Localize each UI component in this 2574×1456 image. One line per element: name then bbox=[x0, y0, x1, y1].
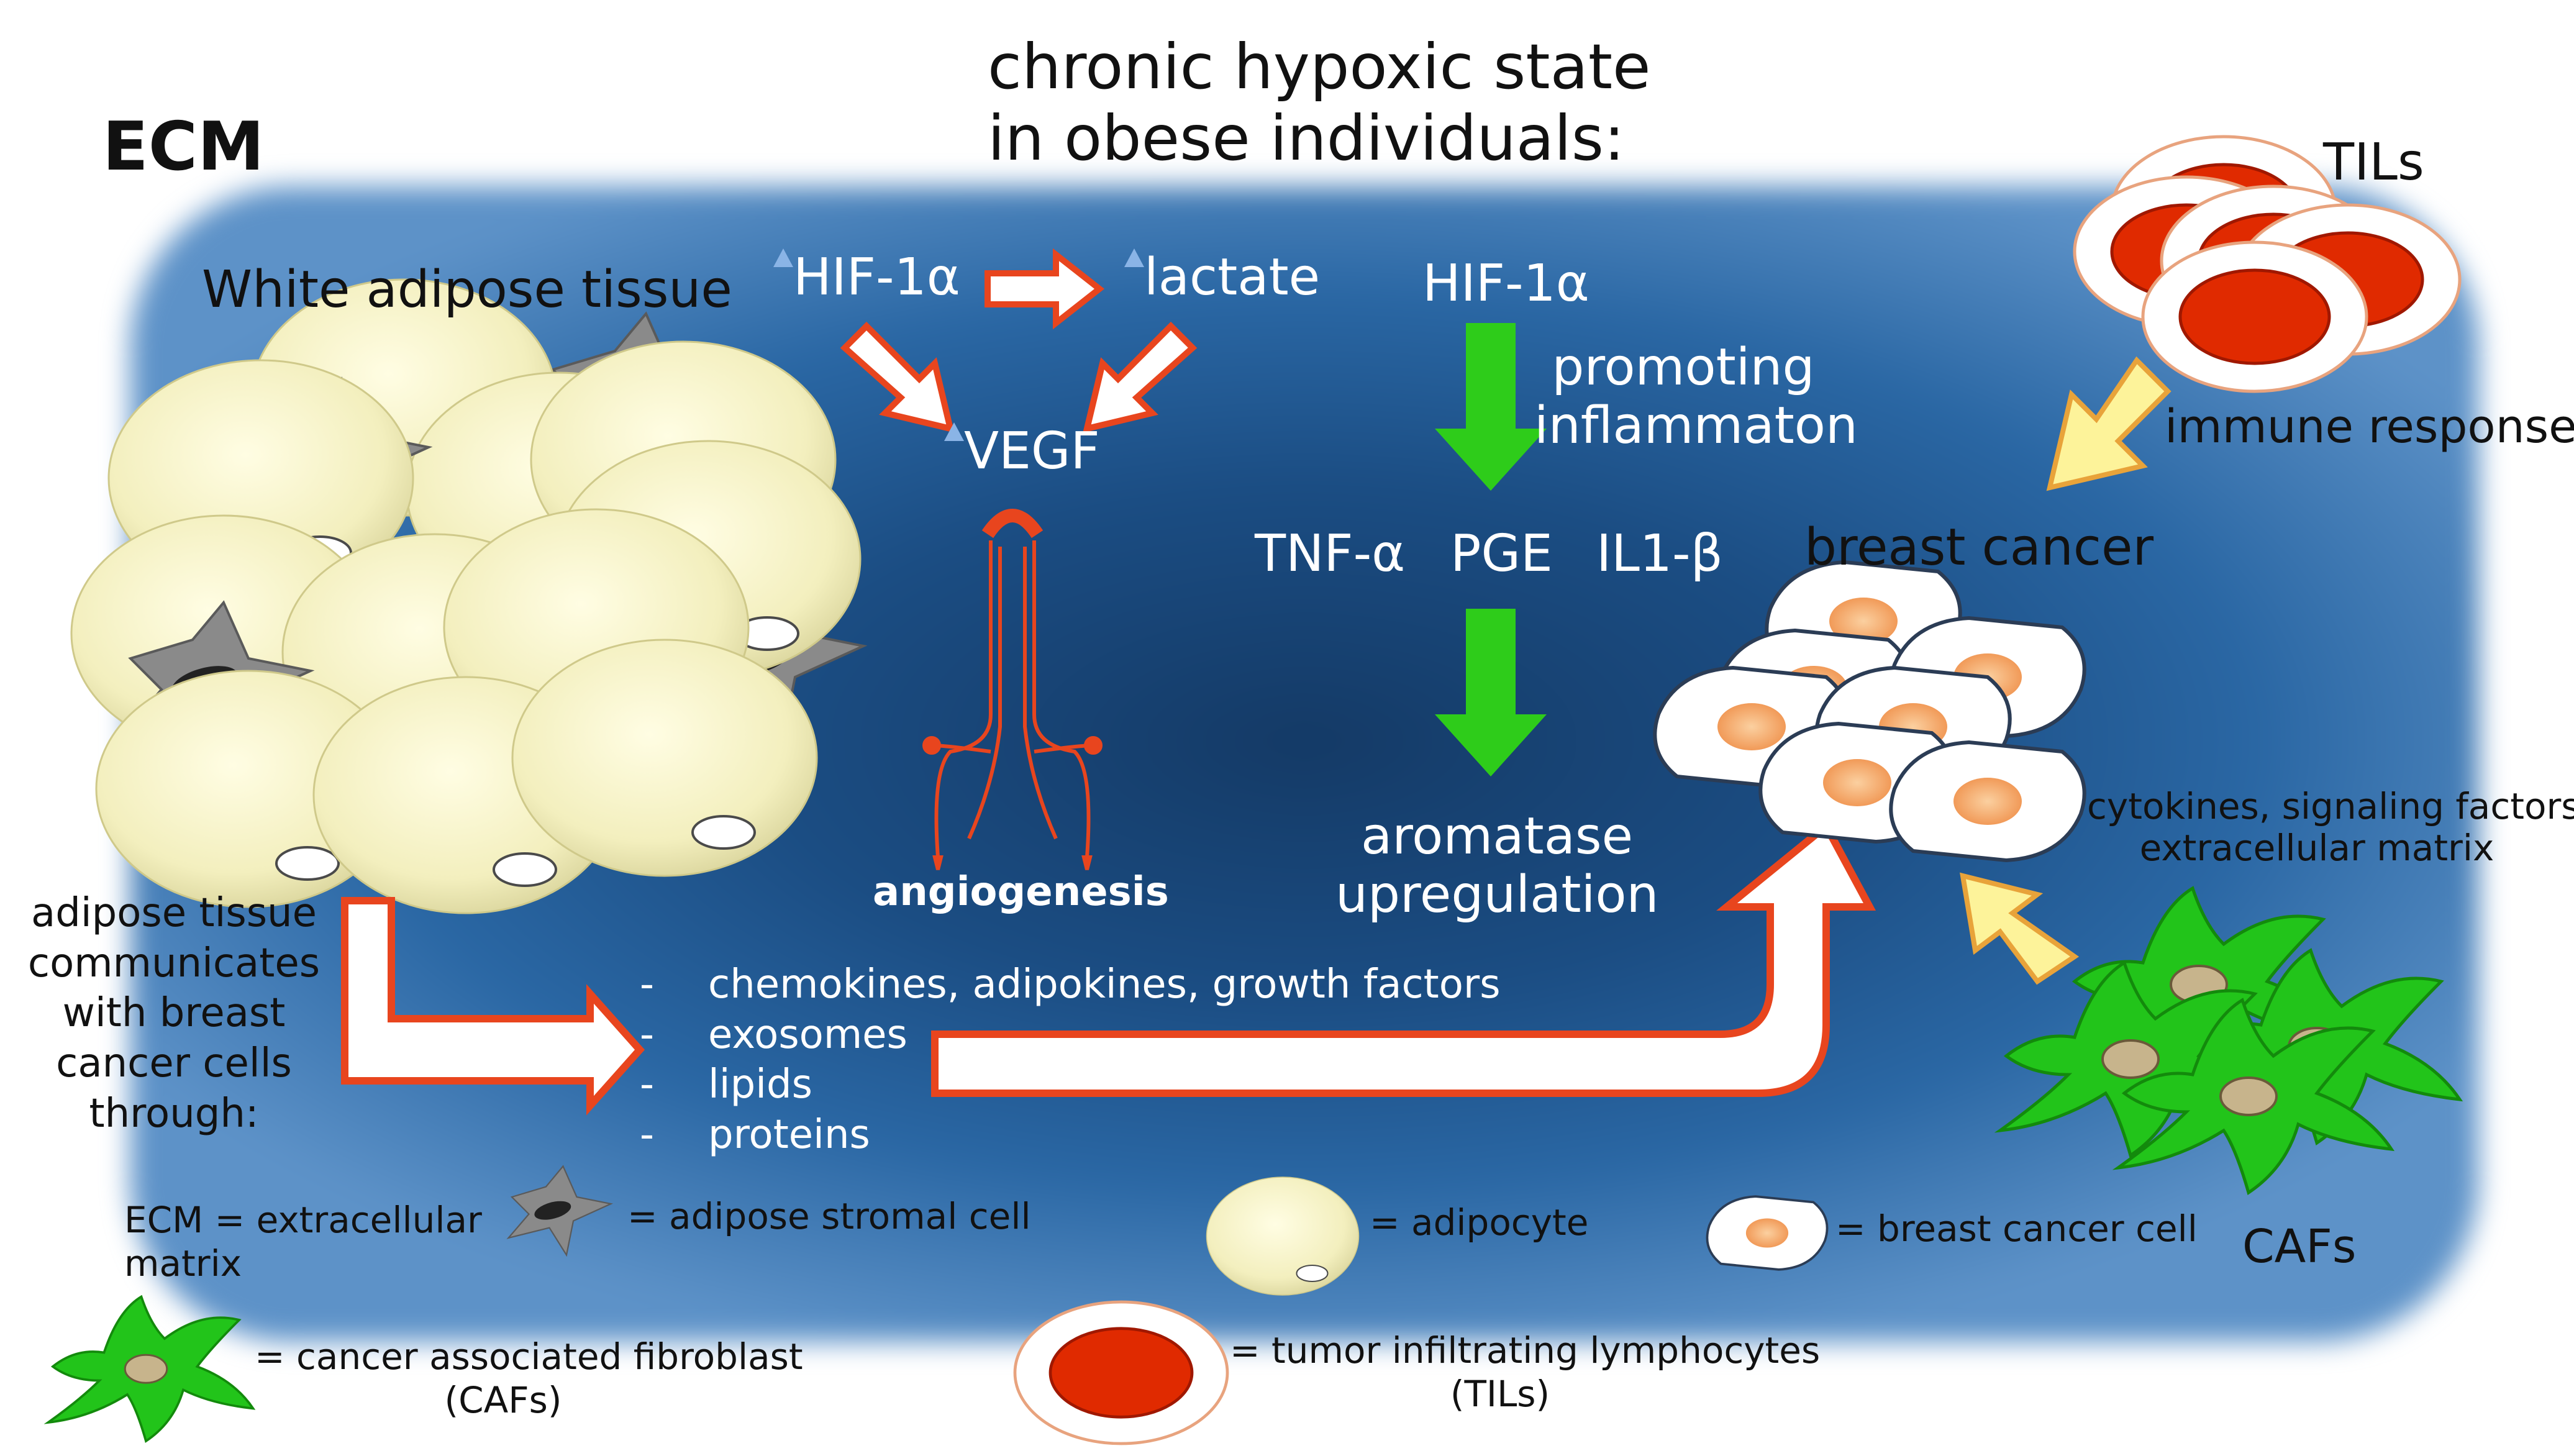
green-arrow-bottom bbox=[1435, 609, 1547, 776]
legend-ecm-line1: ECM = extracellular bbox=[124, 1199, 482, 1241]
caf-cluster bbox=[2000, 888, 2460, 1193]
adipose-tissue-cluster bbox=[70, 278, 865, 914]
aromatase-line2: upregulation bbox=[1335, 865, 1659, 925]
aromatase-line1: aromatase bbox=[1360, 807, 1634, 866]
communication-line4: cancer cells bbox=[56, 1040, 292, 1086]
caf-signals: cytokines, signaling factors, extracellu… bbox=[2087, 785, 2574, 869]
hif-to-lactate-arrow bbox=[985, 248, 1105, 330]
caf-signaling-arrow bbox=[1960, 872, 2080, 985]
legend-adipocyte-icon bbox=[1206, 1176, 1360, 1296]
communication-line3: with breast bbox=[62, 990, 286, 1037]
immune-response-arrow bbox=[2046, 356, 2172, 491]
legend-stromal-label: = adipose stromal cell bbox=[627, 1195, 1031, 1237]
inflammation-arrows bbox=[1435, 323, 1547, 776]
legend-til-icon bbox=[1015, 1302, 1227, 1444]
promoting-inflammation: promoting inflammaton bbox=[1534, 338, 1858, 456]
cancer-cell bbox=[1891, 742, 2084, 860]
legend-cancer-cell-label: = breast cancer cell bbox=[1835, 1208, 2198, 1250]
legend-til: = tumor infiltrating lymphocytes (TILs) bbox=[1230, 1329, 1821, 1416]
angiogenesis-vessel bbox=[922, 509, 1103, 870]
communication-line5: through: bbox=[89, 1090, 259, 1137]
cafs-label: CAFs bbox=[2242, 1220, 2357, 1273]
cytokine-tnf: TNF-α bbox=[1255, 524, 1406, 583]
vegf-label: VEGF bbox=[964, 422, 1100, 481]
yellow-arrows bbox=[1960, 356, 2172, 985]
angiogenesis-label: angiogenesis bbox=[873, 869, 1169, 915]
legend-caf-icon bbox=[47, 1295, 255, 1442]
increase-arrow-icon bbox=[1124, 248, 1144, 267]
aromatase-upregulation: aromatase upregulation bbox=[1335, 807, 1659, 925]
vegf-group: VEGF bbox=[944, 422, 1100, 481]
green-arrow-top bbox=[1435, 323, 1547, 491]
mediator-item: -chemokines, adipokines, growth factors bbox=[640, 962, 1501, 1008]
hif-to-vegf-arrow bbox=[840, 321, 955, 433]
legend-caf-line2: (CAFs) bbox=[444, 1378, 562, 1421]
breast-cancer-cluster bbox=[1655, 562, 2084, 860]
white-adipose-label: White adipose tissue bbox=[202, 260, 732, 319]
tils-label: TILs bbox=[2323, 133, 2424, 192]
mediators-to-cancer-arrow bbox=[931, 820, 1876, 1097]
promoting-line2: inflammaton bbox=[1534, 396, 1858, 456]
communication-arrow bbox=[341, 820, 1876, 1116]
lactate-group: lactate bbox=[1124, 248, 1320, 307]
title-line1: chronic hypoxic state bbox=[988, 30, 1651, 103]
adipocyte-cell bbox=[511, 639, 818, 877]
communication-line1: adipose tissue bbox=[31, 890, 317, 936]
hif1a-left-label: HIF-1α bbox=[793, 248, 960, 307]
legend-ecm: ECM = extracellular matrix bbox=[124, 1199, 482, 1285]
cytokine-il1b: IL1-β bbox=[1596, 524, 1723, 583]
legend-caf: = cancer associated fibroblast (CAFs) bbox=[255, 1335, 803, 1422]
immune-response-label: immune response bbox=[2165, 400, 2574, 453]
mediators-list: -chemokines, adipokines, growth factors … bbox=[640, 960, 1501, 1160]
legend-caf-line1: = cancer associated fibroblast bbox=[255, 1335, 803, 1378]
hif1a-right-label: HIF-1α bbox=[1422, 254, 1589, 313]
lactate-label: lactate bbox=[1144, 248, 1321, 307]
legend-stromal-icon bbox=[507, 1165, 612, 1256]
til-cell bbox=[2143, 242, 2367, 391]
lactate-to-vegf-arrow bbox=[1083, 321, 1198, 433]
legend-ecm-line2: matrix bbox=[124, 1242, 242, 1285]
title-line2: in obese individuals: bbox=[988, 102, 1625, 175]
hif1a-left-group: HIF-1α bbox=[773, 248, 960, 307]
legend-til-line2: (TILs) bbox=[1450, 1372, 1550, 1415]
caf-signals-line2: extracellular matrix bbox=[2139, 826, 2494, 869]
caf-signals-line1: cytokines, signaling factors, bbox=[2087, 785, 2574, 827]
mediator-item: -lipids bbox=[640, 1062, 812, 1108]
legend-adipocyte-label: = adipocyte bbox=[1370, 1201, 1589, 1244]
legend-cancer-cell-icon bbox=[1706, 1195, 1829, 1271]
hypoxia-arrows bbox=[840, 248, 1198, 433]
ecm-label: ECM bbox=[102, 108, 265, 186]
mediator-item: -proteins bbox=[640, 1111, 870, 1158]
mediator-item: -exosomes bbox=[640, 1011, 907, 1058]
legend-til-line1: = tumor infiltrating lymphocytes bbox=[1230, 1329, 1821, 1372]
communication-text: adipose tissue communicates with breast … bbox=[25, 888, 323, 1139]
title: chronic hypoxic state in obese individua… bbox=[988, 30, 1651, 175]
promoting-line1: promoting bbox=[1552, 338, 1815, 397]
breast-cancer-label: breast cancer bbox=[1804, 518, 2154, 577]
increase-arrow-icon bbox=[944, 422, 964, 441]
increase-arrow-icon bbox=[773, 248, 793, 267]
cytokine-pge: PGE bbox=[1450, 524, 1553, 583]
communication-line2: communicates bbox=[27, 940, 321, 986]
adipose-to-mediators-arrow bbox=[341, 897, 645, 1116]
